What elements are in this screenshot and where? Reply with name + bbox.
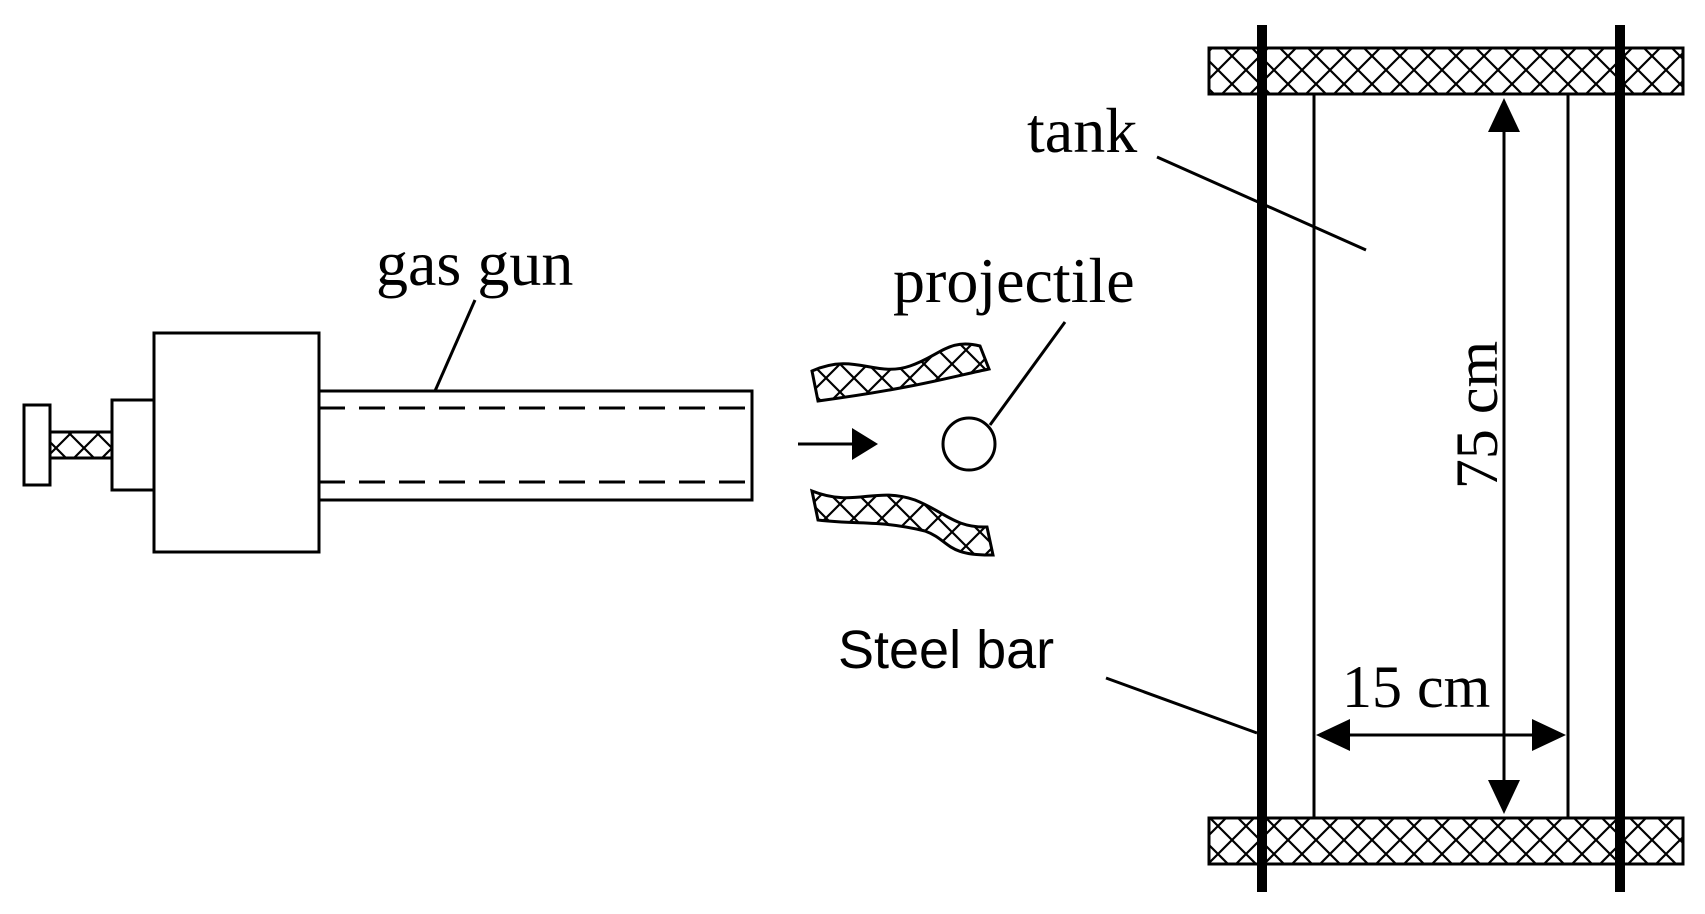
- gun-chamber: [152, 331, 321, 554]
- projectile-leader: [988, 321, 1067, 426]
- width-arrow-right: [1532, 719, 1566, 751]
- sabot-petal-top: [810, 342, 992, 403]
- width-arrow-left: [1316, 719, 1350, 751]
- gun-stem: [48, 430, 114, 460]
- launch-arrow-head: [852, 428, 878, 460]
- projectile: [941, 416, 997, 472]
- tank-top-plate: [1207, 46, 1685, 96]
- gas-gun-leader: [433, 299, 477, 392]
- gas-gun: [22, 331, 754, 554]
- width-dimension-label: 15 cm: [1342, 654, 1490, 720]
- gun-valve-block: [110, 398, 156, 492]
- projectile-label: projectile: [893, 245, 1135, 316]
- tank-bottom-plate: [1207, 816, 1685, 866]
- height-arrow-top: [1488, 98, 1520, 132]
- tank-label: tank: [1027, 95, 1137, 166]
- gun-knob: [22, 403, 52, 487]
- height-arrow-bottom: [1488, 780, 1520, 814]
- steel-bar-leader: [1105, 676, 1258, 735]
- height-dimension-label: 75 cm: [1444, 341, 1510, 489]
- steel-bar-label: Steel bar: [838, 620, 1054, 680]
- tank-leader: [1156, 155, 1367, 252]
- gas-gun-label: gas gun: [376, 228, 573, 299]
- sabot-petal-bottom: [809, 488, 995, 557]
